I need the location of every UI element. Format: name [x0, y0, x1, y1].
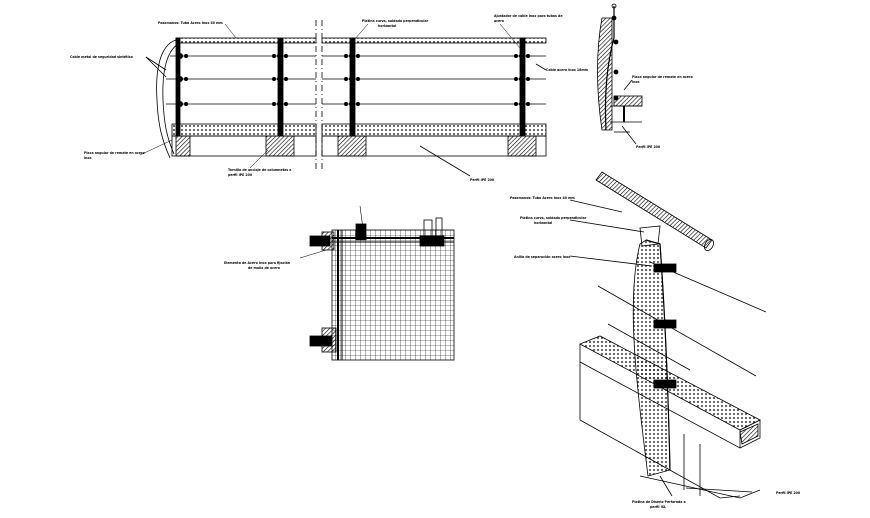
label-front-adjuster-2: acero [494, 19, 505, 23]
label-front-plate-2: horizontal [378, 24, 396, 28]
label-front-cable-right: Cable acero inox 16mm [546, 68, 589, 72]
side-section [597, 3, 643, 145]
label-front-end-plate-2: inox [84, 156, 92, 160]
label-front-handrail: Pasamanos: Tubo Acero Inox 40 mm [158, 21, 223, 25]
label-front-anchor-2: perfil IPE 200 [228, 173, 253, 177]
label-side-plate-2: inox [632, 80, 640, 84]
label-front-plate: Platina curva, soldada perpendicular [362, 19, 429, 23]
mesh-labels: Elemento de Acero Inox para fijación de … [224, 261, 291, 270]
front-elevation [145, 20, 547, 177]
label-mesh-fixing-2: de malla de acero [248, 266, 281, 270]
isometric-view [569, 171, 767, 499]
label-side-profile: Perfil IPE 200 [636, 145, 661, 149]
label-iso-plate-2: horizontal [534, 221, 552, 225]
label-iso-handrail: Pasamanos: Tubo Acero Inox 40 mm [510, 196, 575, 200]
label-iso-bottom-plate-2: perfil ISL [650, 505, 666, 509]
mesh-detail [299, 205, 455, 361]
isometric-labels: Pasamanos: Tubo Acero Inox 40 mm Platina… [510, 196, 801, 509]
label-front-profile: Perfil IPE 200 [470, 178, 495, 182]
label-iso-profile: Perfil IPE 200 [776, 491, 801, 495]
front-leader-lines [139, 23, 521, 169]
label-front-end-plate: Placa angular de remate en acero [84, 151, 145, 155]
label-front-adjuster: Ajustador de cable inox para tubos de [494, 14, 563, 18]
label-iso-plate: Platina curva, soldada perpendicular [520, 216, 587, 220]
label-iso-bottom-plate: Platina de Diseño Perforada a [632, 500, 686, 504]
front-labels: Pasamanos: Tubo Acero Inox 40 mm Platina… [70, 14, 589, 182]
side-labels: Placa angular de remate en acero inox Pe… [632, 75, 693, 149]
label-side-plate: Placa angular de remate en acero [632, 75, 693, 79]
label-iso-ring: Anillo de separación acero inox [514, 255, 570, 259]
label-mesh-fixing: Elemento de Acero Inox para fijación [224, 261, 291, 265]
front-clamps [177, 53, 530, 107]
label-front-cable-left: Cable metal de seguridad sintético [70, 55, 134, 59]
label-front-anchor: Tornillo de anclaje de columnetas a [228, 168, 291, 172]
